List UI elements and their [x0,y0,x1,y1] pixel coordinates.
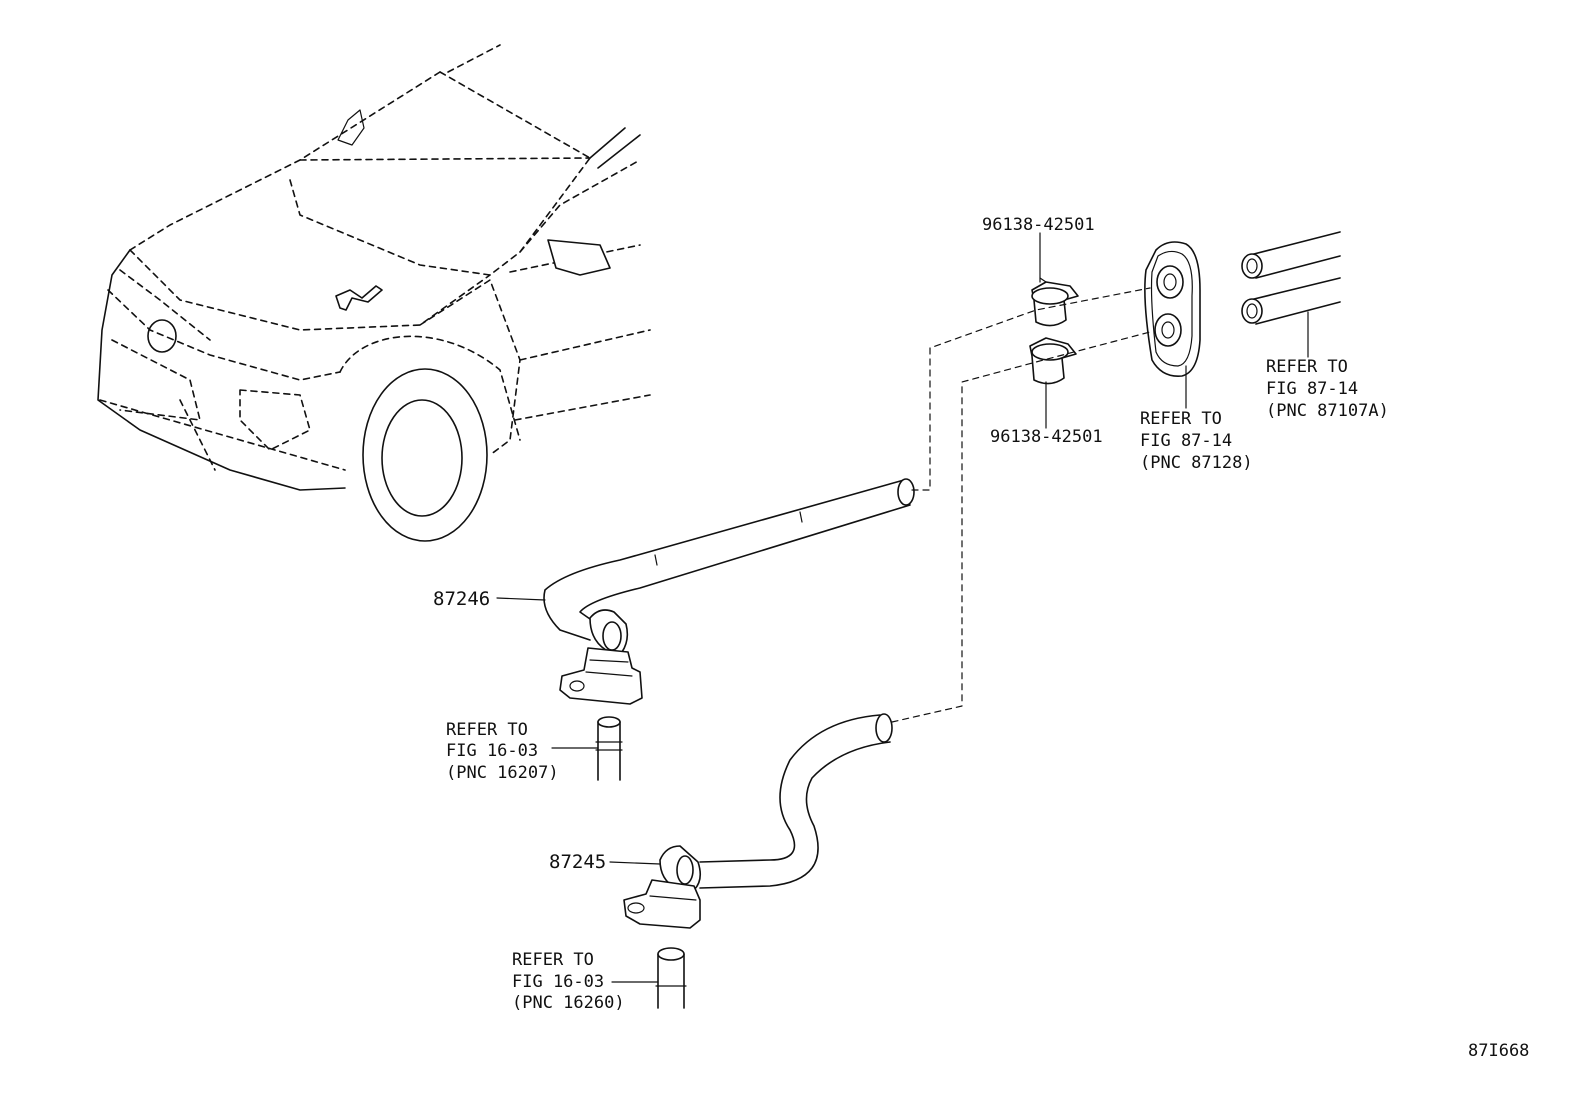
pipe-ref-line3: (PNC 87107A) [1266,401,1389,421]
hose-lower-label: 87245 [549,851,606,873]
pipe-upper-ref-line2: FIG 16-03 [446,741,538,761]
routing-lines [891,287,1151,723]
washer-pipes [1241,231,1341,325]
pipe-lower-ref-line1: REFER TO [512,950,594,970]
grommet-ref-line1: REFER TO [1140,409,1222,429]
figure-id: 87I668 [1468,1041,1529,1061]
clip-bottom-label: 96138-42501 [990,427,1103,447]
pipe-upper-ref-line3: (PNC 16207) [446,763,559,783]
grommet-ref-line2: FIG 87-14 [1140,431,1232,451]
pipe-16207 [595,716,623,781]
pipe-upper-ref-line1: REFER TO [446,720,528,740]
pipe-lower-ref-line3: (PNC 16260) [512,993,625,1013]
hose-upper-label: 87246 [433,588,490,610]
pipe-ref-line2: FIG 87-14 [1266,379,1358,399]
leader-lines [496,232,1309,983]
pipe-ref-line1: REFER TO [1266,357,1348,377]
hose-87245 [623,713,893,929]
hose-clip-lower [1029,337,1077,385]
clip-top-label: 96138-42501 [982,215,1095,235]
hose-clip-upper [1031,277,1079,327]
grommet-ref-line3: (PNC 87128) [1140,453,1253,473]
grommet [1144,241,1201,377]
pipe-16260 [655,947,687,1009]
hose-87246 [543,478,915,705]
vehicle-outline [97,44,651,542]
pipe-lower-ref-line2: FIG 16-03 [512,972,604,992]
